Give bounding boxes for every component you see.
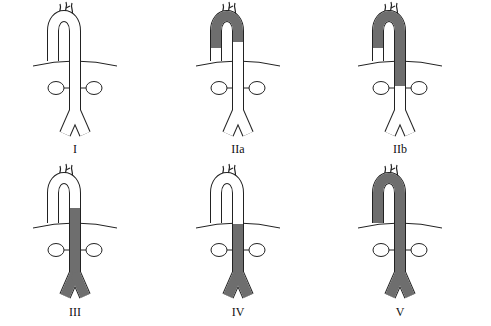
- aorta-wall: [400, 111, 410, 134]
- arch-branch: [229, 168, 233, 170]
- aorta-lumen: [216, 178, 238, 273]
- kidney: [48, 244, 64, 257]
- kidney: [411, 244, 427, 257]
- arch-branch: [391, 6, 395, 8]
- aorta-wall: [75, 111, 85, 134]
- aorta-wall: [238, 111, 248, 134]
- type-label: IIa: [231, 143, 244, 155]
- kidney: [373, 244, 389, 257]
- aorta-wall: [75, 273, 85, 296]
- aorta-lumen: [53, 16, 75, 111]
- aneurysm-segment: [378, 178, 400, 273]
- type-label: III: [69, 306, 81, 318]
- kidney: [249, 244, 265, 257]
- aorta-wall: [53, 178, 75, 273]
- aorta-figure: [358, 164, 442, 296]
- aorta-lumen: [75, 273, 85, 296]
- kidney: [211, 244, 227, 257]
- aorta-figure: [33, 164, 117, 296]
- aorta-lumen: [238, 111, 248, 134]
- kidney: [86, 82, 102, 95]
- aneurysm-segment: [216, 16, 238, 48]
- aorta-lumen: [400, 111, 410, 134]
- arch-branch: [66, 6, 70, 8]
- aorta-wall: [53, 16, 75, 111]
- aorta-figure: [196, 2, 280, 134]
- aorta-lumen: [400, 273, 410, 296]
- aorta-lumen: [238, 273, 248, 296]
- kidney: [373, 82, 389, 95]
- aorta-wall: [216, 16, 238, 111]
- aorta-wall: [378, 178, 400, 273]
- aorta-wall: [378, 16, 400, 111]
- type-label: V: [396, 306, 405, 318]
- aneurysm-segment: [75, 273, 85, 296]
- aorta-lumen: [216, 16, 238, 111]
- aorta-figure: [358, 2, 442, 134]
- aneurysm-segment: [238, 273, 248, 296]
- kidney: [211, 82, 227, 95]
- aorta-lumen: [75, 111, 85, 134]
- aorta-figure: [33, 2, 117, 134]
- arch-branch: [391, 168, 395, 170]
- arch-branch: [66, 168, 70, 170]
- kidney: [249, 82, 265, 95]
- kidney: [48, 82, 64, 95]
- kidney: [411, 82, 427, 95]
- type-label: IV: [232, 306, 245, 318]
- aneurysm-segment: [378, 16, 400, 86]
- aorta-lumen: [53, 178, 75, 273]
- aorta-lumen: [378, 178, 400, 273]
- kidney: [86, 244, 102, 257]
- aorta-lumen: [378, 16, 400, 111]
- arch-branch: [229, 6, 233, 8]
- aorta-wall: [216, 178, 238, 273]
- aorta-wall: [400, 273, 410, 296]
- aneurysm-segment: [233, 224, 243, 273]
- type-label: IIb: [393, 143, 407, 155]
- aorta-figure: [196, 164, 280, 296]
- aneurysm-segment: [400, 273, 410, 296]
- type-label: I: [73, 143, 77, 155]
- aneurysm-segment: [70, 208, 80, 273]
- aorta-wall: [238, 273, 248, 296]
